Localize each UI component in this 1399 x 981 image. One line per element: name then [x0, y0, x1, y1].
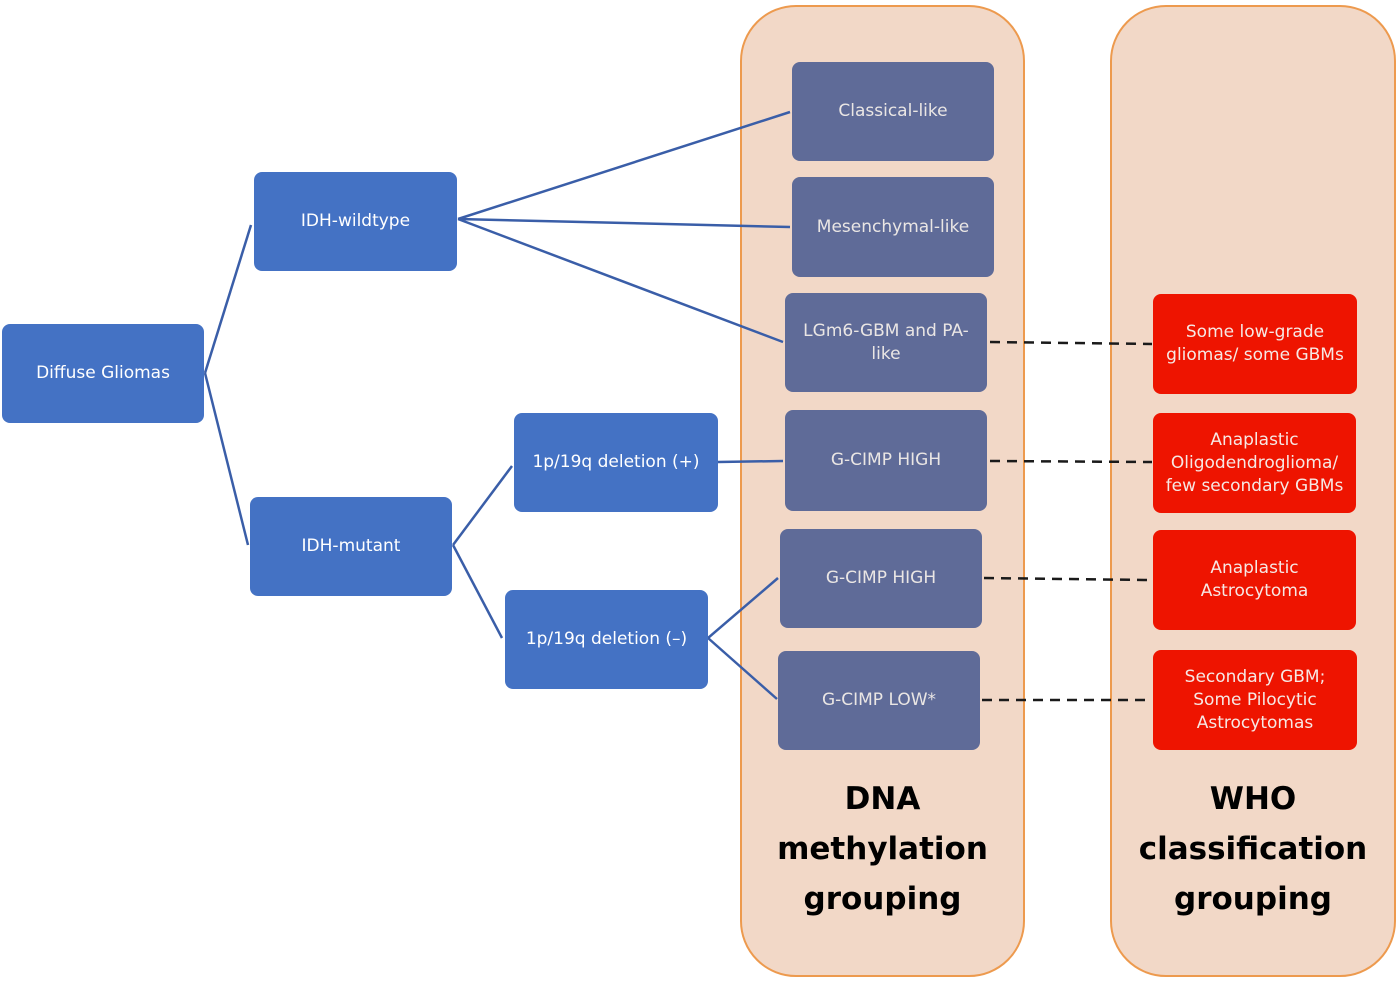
link-mutant-codelpos: [451, 465, 514, 546]
node-idh-wildtype[interactable]: IDH-wildtype: [254, 172, 457, 271]
dash-gcimphigh2-who3: [983, 576, 1148, 582]
link-codelpos-gcimphigh1: [717, 459, 784, 464]
who-low-grade-some-gbms[interactable]: Some low-grade gliomas/ some GBMs: [1153, 294, 1357, 394]
node-diffuse-gliomas[interactable]: Diffuse Gliomas: [2, 324, 204, 423]
link-wildtype-classical: [457, 110, 791, 221]
dash-lgm6-who1: [989, 340, 1153, 346]
node-1p19q-deletion-negative[interactable]: 1p/19q deletion (–): [505, 590, 708, 689]
link-codelneg-gcimplow: [707, 637, 778, 700]
link-root-mutant: [203, 372, 250, 546]
methylation-lgm6-gbm-pa-like[interactable]: LGm6-GBM and PA- like: [785, 293, 987, 392]
link-root-wildtype: [203, 224, 253, 374]
link-wildtype-mesenchymal: [457, 217, 791, 229]
node-idh-mutant[interactable]: IDH-mutant: [250, 497, 452, 596]
methylation-classical-like[interactable]: Classical-like: [792, 62, 994, 161]
who-secondary-gbm-pilocytic[interactable]: Secondary GBM; Some Pilocytic Astrocytom…: [1153, 650, 1357, 750]
dash-gcimphigh1-who2: [989, 459, 1153, 464]
link-codelneg-gcimphigh2: [707, 577, 779, 639]
who-panel-title: WHO classification grouping: [1138, 781, 1368, 917]
link-mutant-codelneg: [451, 544, 504, 639]
node-1p19q-deletion-positive[interactable]: 1p/19q deletion (+): [514, 413, 718, 512]
who-anaplastic-astrocytoma[interactable]: Anaplastic Astrocytoma: [1153, 530, 1356, 630]
methylation-g-cimp-high-non-codel[interactable]: G-CIMP HIGH: [780, 529, 982, 628]
methylation-g-cimp-high-codel[interactable]: G-CIMP HIGH: [785, 410, 987, 511]
methylation-g-cimp-low[interactable]: G-CIMP LOW*: [778, 651, 980, 750]
methylation-panel-title: DNA methylation grouping: [777, 781, 988, 917]
methylation-mesenchymal-like[interactable]: Mesenchymal-like: [792, 177, 994, 277]
who-anaplastic-oligodendroglioma[interactable]: Anaplastic Oligodendroglioma/ few second…: [1153, 413, 1356, 513]
link-wildtype-lgm6: [457, 217, 784, 344]
